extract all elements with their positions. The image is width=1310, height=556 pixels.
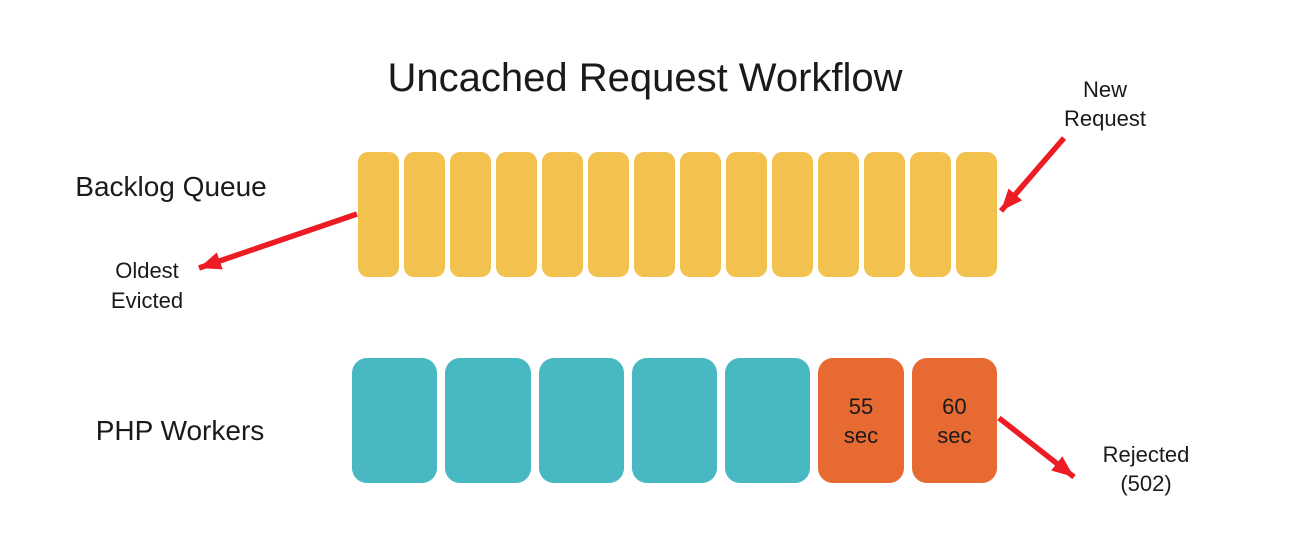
backlog-queue	[358, 152, 998, 277]
diagram-title: Uncached Request Workflow	[387, 56, 903, 100]
worker-duration-unit: sec	[843, 422, 879, 448]
worker-duration: 60	[942, 393, 967, 419]
queue-slot	[403, 152, 446, 277]
arrow-new-request	[998, 136, 1067, 213]
annotation-oldest-evicted-line2: Evicted	[110, 288, 184, 313]
worker-slot	[538, 358, 624, 483]
queue-slot	[633, 152, 676, 277]
annotation-rejected: Rejected (502)	[1071, 440, 1221, 498]
queue-slot	[725, 152, 768, 277]
annotation-rejected-line1: Rejected	[1102, 442, 1190, 467]
queue-slot	[495, 152, 538, 277]
queue-slot	[909, 152, 952, 277]
worker-slot-long: 60 sec	[911, 358, 997, 483]
queue-slot	[449, 152, 492, 277]
worker-duration: 55	[848, 393, 874, 419]
arrow-rejected	[997, 415, 1076, 480]
php-workers-row: 55 sec 60 sec	[352, 358, 997, 483]
annotation-rejected-line2: (502)	[1120, 471, 1172, 496]
annotation-new-request: New Request	[1030, 75, 1180, 133]
annotation-oldest-evicted: Oldest Evicted	[72, 256, 222, 316]
worker-slot	[631, 358, 718, 483]
annotation-new-request-line1: New	[1082, 77, 1127, 102]
queue-slot	[679, 152, 722, 277]
worker-duration-unit: sec	[937, 422, 972, 448]
queue-slot	[771, 152, 814, 277]
worker-slot-long: 55 sec	[818, 358, 904, 483]
annotation-oldest-evicted-line1: Oldest	[115, 258, 179, 283]
worker-slot	[445, 358, 531, 483]
queue-slot	[358, 152, 400, 277]
queue-slot	[863, 152, 906, 277]
queue-slot	[955, 152, 998, 277]
queue-slot	[587, 152, 630, 277]
php-workers-label: PHP Workers	[95, 415, 265, 446]
arrow-oldest-evicted	[198, 211, 358, 271]
queue-slot	[541, 152, 584, 277]
worker-slot	[725, 358, 811, 483]
backlog-queue-label: Backlog Queue	[75, 171, 267, 202]
queue-slot	[817, 152, 860, 277]
worker-slot	[352, 358, 438, 483]
annotation-new-request-line2: Request	[1064, 106, 1146, 131]
